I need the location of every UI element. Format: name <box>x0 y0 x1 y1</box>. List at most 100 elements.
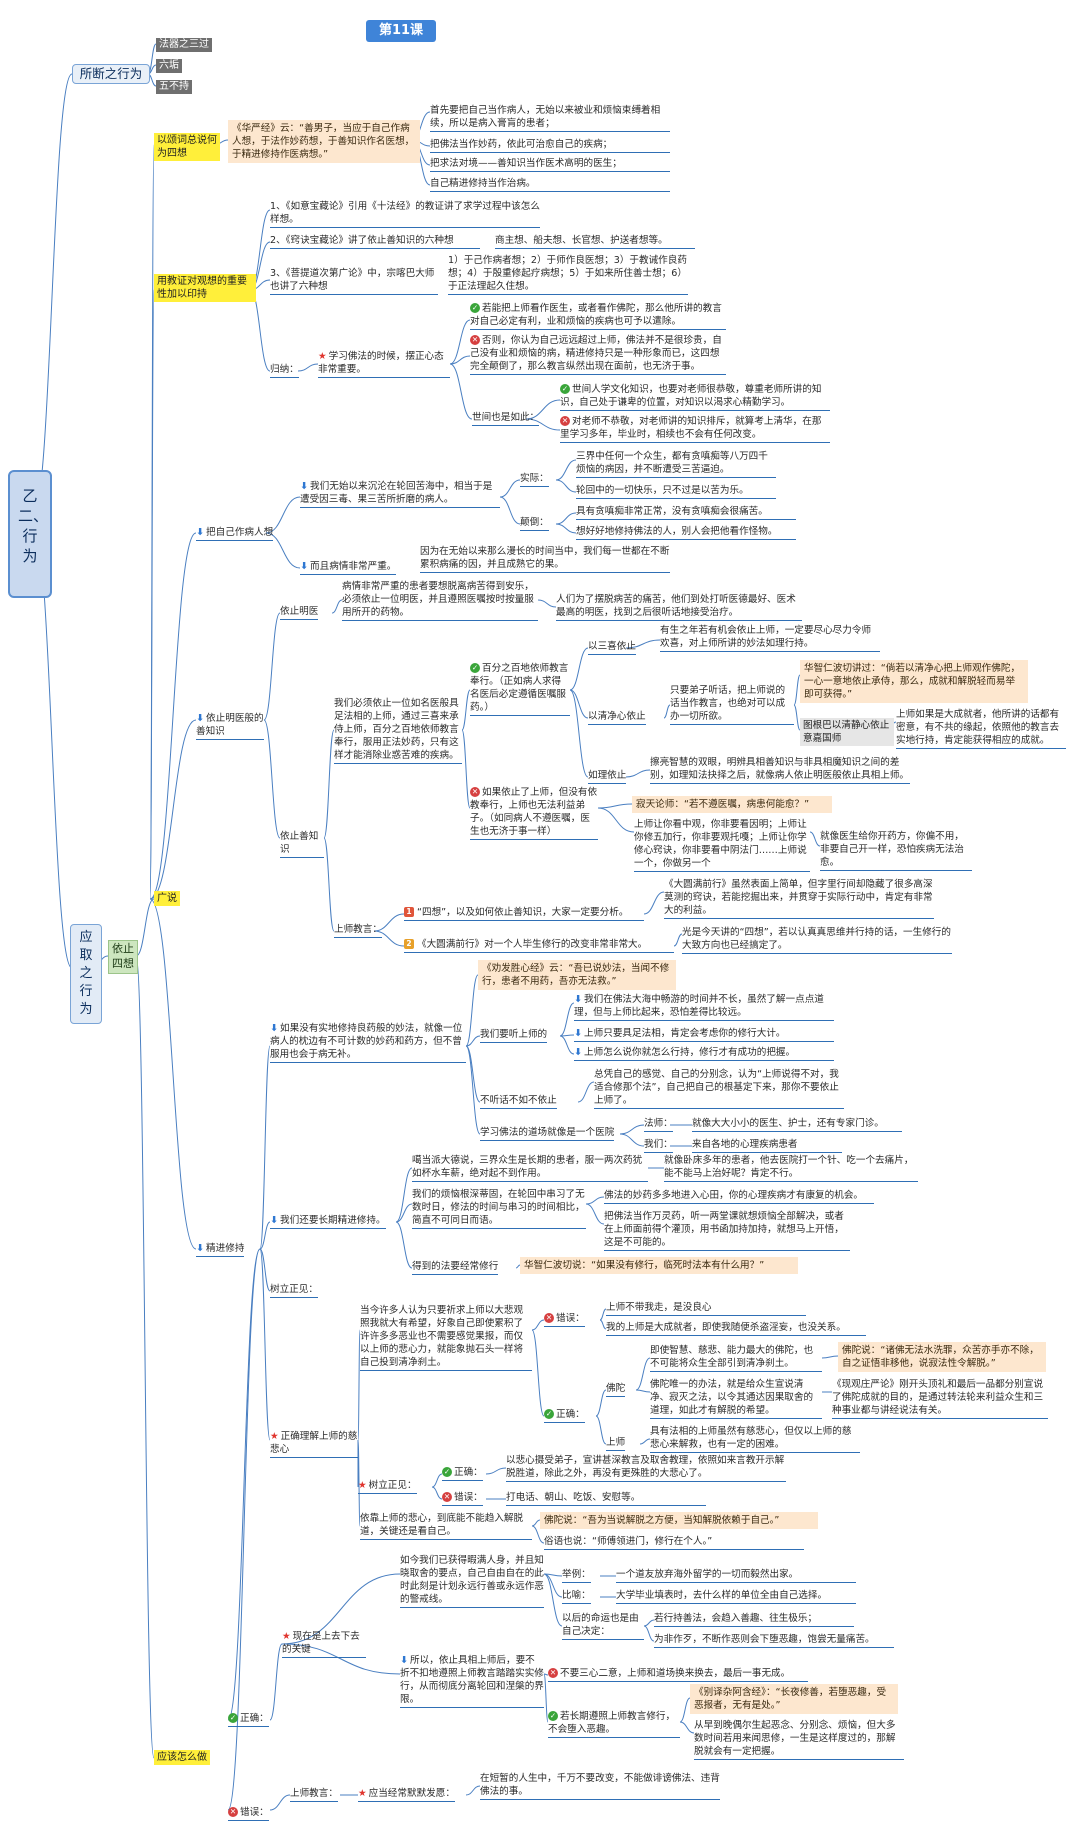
connector-line <box>643 1619 655 1627</box>
aspiration: ★应当经常默默发愿： <box>358 1787 455 1802</box>
connector-line <box>619 1133 645 1147</box>
not-following-text: 如果依止了上师，但没有依教奉行，上师也无法利益弟子。（如同病人不遵医嘱，医生也无… <box>470 787 598 837</box>
proof-1: 1、《如意宝藏论》引用《十法经》的教证讲了求学过程中该怎么样想。 <box>270 200 540 228</box>
star-icon: ★ <box>318 351 327 362</box>
no-wavering-text: 不要三心二意，上师和道场换来换去，最后一事无成。 <box>560 1668 791 1679</box>
connector-line <box>431 1473 443 1488</box>
node-how-to-act[interactable]: 应该怎么做 <box>154 1750 210 1765</box>
turning-point-text: 现在是上去下去的关键 <box>282 1631 360 1655</box>
node-rely-teacher[interactable]: ⬇依止明医般的善知识 <box>196 712 264 740</box>
cross-icon: ✕ <box>442 1492 452 1502</box>
arrow-down-icon: ⬇ <box>196 713 205 724</box>
cross-icon: ✕ <box>560 416 570 426</box>
advice-four-thoughts-text: “四想”，以及如何依止善知识，大家一定要分析。 <box>417 907 629 918</box>
advice-four-thoughts: 1“四想”，以及如何依止善知识，大家一定要分析。 <box>404 906 644 921</box>
arrow-down-icon: ⬇ <box>300 481 309 492</box>
connector-line <box>395 1221 413 1269</box>
label-inverted: 颠倒： <box>520 516 549 531</box>
connector-line <box>149 719 197 900</box>
connector-line <box>373 930 405 947</box>
node-diligent-practice-label: 精进修持 <box>206 1243 245 1254</box>
connector-line <box>281 1643 401 1675</box>
medicine-into-heart: 佛法的妙药多多地进入心田，你的心理疾病才有康复的机会。 <box>604 1189 874 1204</box>
connector-line <box>323 729 335 839</box>
connector-line <box>265 532 301 569</box>
destiny-bad: 为非作歹，不断作恶则会下堕恶趣，饱尝无量痛苦。 <box>654 1633 894 1648</box>
node-scripture-proof[interactable]: 用教证对观想的重要性加以印持 <box>154 274 256 302</box>
arrow-down-icon: ⬇ <box>300 561 309 572</box>
world-disrespect-text: 对老师不恭敬，对老师讲的知识排斥，就算考上清华，在那里学习多年，毕业时，相续也不… <box>560 416 822 440</box>
listen-to-teacher: 我们要听上师的 <box>480 1028 548 1043</box>
node-diligent-practice[interactable]: ⬇精进修持 <box>196 1242 245 1257</box>
rely-master-detail: 我们必须依止一位如名医般具足法相的上师，通过三喜来承侍上师，百分之百地依师教言奉… <box>334 697 462 764</box>
connector-line <box>597 807 635 833</box>
node-verse-summary[interactable]: 以颂词总说何为四想 <box>154 133 220 161</box>
long-term-practice-text: 我们还要长期精进修持。 <box>280 1215 386 1226</box>
listen-2: ⬇上师只要具足法相，肯定会考虑你的修行大计。 <box>574 1027 834 1042</box>
arrow-down-icon: ⬇ <box>196 527 205 538</box>
label-actual: 实际： <box>520 472 549 487</box>
follow-instructions-text: 百分之百地依师教言奉行。（正如病人求得名医后必定遵循医嘱服药。） <box>470 663 569 713</box>
thought-treatment: 自己精进修持当作治病。 <box>430 177 670 192</box>
world-respect: ✓世间人学文化知识，也要对老师很恭敬，尊重老师所讲的知识，自己处于谦卑的位置，对… <box>560 383 830 411</box>
cross-icon: ✕ <box>470 787 480 797</box>
arrow-down-icon: ⬇ <box>574 1047 583 1058</box>
connector-line <box>531 1525 545 1544</box>
quote-agama: 《别译杂阿含经》：“长夜修善，若堕恶趣，受恶报者，无有是处。” <box>690 1684 898 1714</box>
rely-doctor-1: 病情非常严重的患者要想脱离病苦得到安乐，必须依止一位明医，并且遵照医嘱按时按量服… <box>342 580 538 621</box>
arrow-down-icon: ⬇ <box>574 1028 583 1039</box>
severe-illness: ⬇而且病情非常严重。 <box>300 560 397 575</box>
attitude-wrong: ✕否则，你认为自己远远超过上师，佛法并不是很珍贵，自己没有业和烦恼的病，精进修持… <box>470 334 726 375</box>
connector-line <box>663 704 671 719</box>
not-following: ✕如果依止了上师，但没有依教奉行，上师也无法利益弟子。（如同病人不遵医嘱，医生也… <box>470 786 598 840</box>
teachers-detail: 就像大大小小的医生、护士，还有专家门诊。 <box>692 1117 902 1132</box>
root-node-behavior[interactable]: 乙二、行为 <box>8 470 52 598</box>
fault-six-stains: 六垢 <box>156 59 182 73</box>
connector-line <box>263 719 281 839</box>
connector-line <box>259 1221 271 1250</box>
label-wrong-1-text: 错误： <box>556 1313 585 1324</box>
connector-line <box>135 955 155 1759</box>
connector-line <box>679 1721 695 1734</box>
number-1-icon: 1 <box>404 907 414 917</box>
node-patient-thought[interactable]: ⬇把自己作病人想 <box>196 526 274 541</box>
connector-line <box>395 1203 413 1223</box>
patient-suffering: ⬇我们无始以来沉沦在轮回苦海中，相当于是遭受因三毒、果三苦所折磨的病人。 <box>300 480 500 508</box>
connector-line <box>569 647 589 691</box>
connector-line <box>227 1248 261 1811</box>
node-detailed[interactable]: 广说 <box>154 891 180 906</box>
long-term-follow-text: 若长期遵照上师教言修行，不会堕入恶趣。 <box>548 1711 676 1735</box>
label-wrong-1: ✕错误： <box>544 1312 585 1327</box>
attitude-correct-text: 若能把上师看作医生，或者看作佛陀，那么他所讲的教言对自己必定有利，业和烦恼的疾病… <box>470 303 722 327</box>
number-2-icon: 2 <box>404 939 414 949</box>
node-rely-teacher-label: 依止明医般的善知识 <box>196 713 264 737</box>
node-behavior-to-abandon[interactable]: 所断之行为 <box>72 64 150 84</box>
connector-line <box>135 898 155 957</box>
severe-illness-text: 而且病情非常严重。 <box>310 561 397 572</box>
depends-on-self: 依靠上师的悲心，到底能不能趋入解脱道，关键还是看自己。 <box>360 1512 532 1540</box>
node-four-thoughts[interactable]: 依止四想 <box>108 940 138 974</box>
label-wrong-3: ✕错误： <box>228 1806 269 1821</box>
actual-2: 轮回中的一切快乐，只不过是以苦为乐。 <box>576 484 776 499</box>
quote-buddha-2: 佛陀说：“吾为当说解脱之方便，当知解脱依赖于自己。” <box>540 1512 818 1529</box>
connector-line <box>531 1329 545 1417</box>
proper-reliance-detail: 擦亮智慧的双眼，明辨具相善知识与非具相魔知识之间的差别，如理知法抉择之后，就像病… <box>650 756 910 784</box>
connector-line <box>585 1203 605 1225</box>
connector-line <box>357 1439 361 1527</box>
label-correct-2: ✓正确： <box>442 1466 483 1481</box>
disobey-example: 上师让你看中观，你非要看因明；上师让你修五加行，你非要观托嘎；上师让你学修心窍诀… <box>634 818 810 872</box>
node-behavior-to-adopt[interactable]: 应取之行为 <box>70 924 102 1024</box>
connector-line <box>31 73 73 521</box>
label-proper-reliance: 如理依止 <box>588 769 627 784</box>
connector-line <box>543 1673 549 1676</box>
connector-line <box>263 612 281 721</box>
connector-line <box>635 1389 651 1393</box>
severe-illness-reason: 因为在无始以来那么漫长的时间当中，我们每一世都在不断累积病痛的因，并且成熟它的果… <box>420 545 670 573</box>
label-pure-mind: 以清净心依止 <box>588 710 646 725</box>
label-wrong-2-text: 错误： <box>454 1492 483 1503</box>
advice-preliminaries-2: 2《大圆满前行》对一个人毕生修行的改变非常非常大。 <box>404 938 674 953</box>
listen-1: ⬇我们在佛法大海中畅游的时间并不长，虽然了解一点点道理，但与上师比起来，恐怕差得… <box>574 993 834 1021</box>
disobedience: 不听话不如不依止 <box>480 1094 557 1109</box>
check-icon: ✓ <box>544 1409 554 1419</box>
